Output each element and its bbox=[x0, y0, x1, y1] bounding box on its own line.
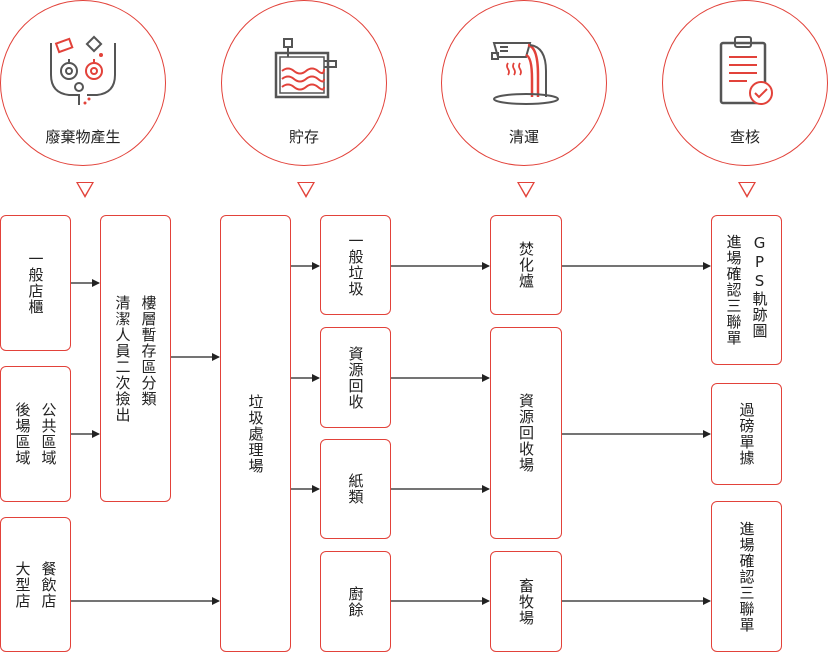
dest-incinerator-label: 焚化爐 bbox=[517, 241, 535, 289]
verify-gps-entry-label: 進場確認三聯單 bbox=[724, 234, 743, 346]
verify-entry: 進場確認三聯單 bbox=[711, 501, 782, 652]
verify-gps-label: GPS軌跡圖 bbox=[750, 234, 769, 339]
source-backyard-area-label: 後場區域 bbox=[13, 402, 32, 466]
stage-circle-verification: 查核 bbox=[662, 0, 828, 166]
category-general: 一般垃圾 bbox=[320, 215, 391, 315]
stage-label-verification: 查核 bbox=[729, 128, 760, 146]
verify-entry-label: 進場確認三聯單 bbox=[737, 520, 756, 633]
category-paper: 紙類 bbox=[320, 439, 391, 539]
source-large-store-label: 大型店 bbox=[13, 560, 32, 609]
dest-incinerator: 焚化爐 bbox=[490, 215, 562, 315]
category-paper-label: 紙類 bbox=[346, 473, 365, 505]
category-general-label: 一般垃圾 bbox=[346, 233, 365, 297]
dest-farm-label: 畜牧場 bbox=[517, 577, 535, 626]
storage-tank-icon bbox=[274, 38, 337, 99]
source-restaurant-label: 餐飲店 bbox=[39, 560, 58, 609]
stage-circle-storage: 貯存 bbox=[221, 0, 387, 166]
stage-label-transport: 清運 bbox=[508, 128, 539, 146]
down-triangle-storage bbox=[297, 182, 315, 198]
garbage-yard-label: 垃圾處理場 bbox=[246, 393, 265, 474]
source-general-store: 一般店櫃 bbox=[0, 215, 71, 351]
dest-farm: 畜牧場 bbox=[490, 551, 562, 652]
floor-sort-label: 樓層暫存區分類 bbox=[139, 294, 158, 407]
floor-sort-box: 樓層暫存區分類 清潔人員二次撿出 bbox=[100, 215, 171, 502]
stage-label-generation: 廢棄物產生 bbox=[45, 128, 121, 146]
source-restaurant: 餐飲店 大型店 bbox=[0, 517, 71, 652]
waste-generation-icon bbox=[50, 35, 116, 105]
clipboard-check-icon bbox=[719, 36, 773, 105]
stage-circle-transport: 清運 bbox=[441, 0, 607, 166]
down-triangle-verification bbox=[738, 182, 756, 198]
category-recycle: 資源回收 bbox=[320, 327, 391, 428]
verify-weigh-label: 過磅單據 bbox=[737, 402, 756, 466]
category-kitchen-label: 廚餘 bbox=[346, 585, 365, 618]
verify-gps: GPS軌跡圖 進場確認三聯單 bbox=[711, 215, 782, 365]
stage-circle-generation: 廢棄物產生 bbox=[0, 0, 166, 166]
category-kitchen: 廚餘 bbox=[320, 551, 391, 652]
cleaner-recheck-label: 清潔人員二次撿出 bbox=[113, 294, 132, 423]
category-recycle-label: 資源回收 bbox=[346, 345, 365, 410]
down-triangle-transport bbox=[517, 182, 535, 198]
garbage-yard-box: 垃圾處理場 bbox=[220, 215, 291, 652]
transport-pouring-icon bbox=[491, 42, 559, 105]
source-general-store-label: 一般店櫃 bbox=[26, 251, 45, 315]
down-triangle-generation bbox=[76, 182, 94, 198]
source-public-area: 公共區域 後場區域 bbox=[0, 366, 71, 502]
dest-recycle-yard-label: 資源回收場 bbox=[517, 393, 535, 473]
verify-weigh: 過磅單據 bbox=[711, 383, 782, 485]
dest-recycle-yard: 資源回收場 bbox=[490, 327, 562, 539]
source-public-area-label: 公共區域 bbox=[39, 402, 58, 466]
stage-label-storage: 貯存 bbox=[288, 128, 319, 146]
